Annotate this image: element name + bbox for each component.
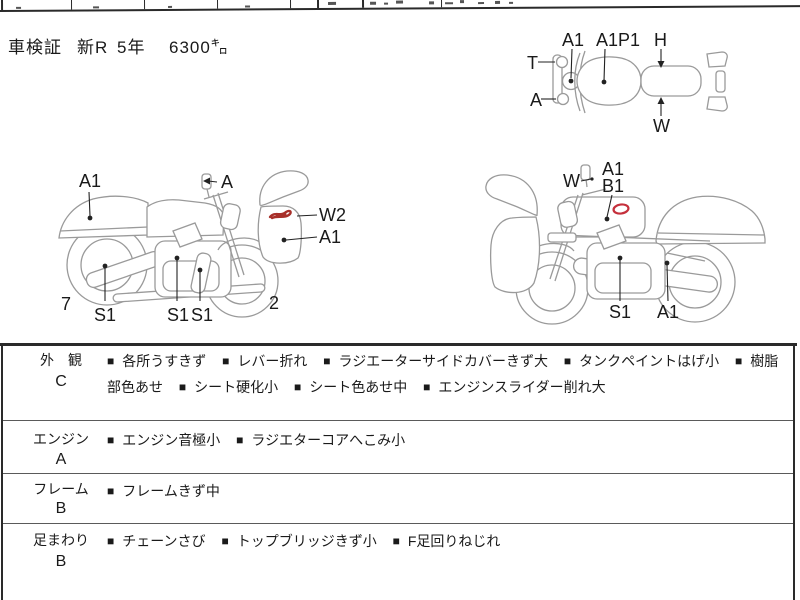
- label-s1-engine: S1: [167, 305, 189, 325]
- bullet-icon: ■: [563, 354, 572, 368]
- shaken-label: 車検証: [8, 38, 62, 57]
- label-s1-frame: S1: [191, 305, 213, 325]
- defect-list: ■ チェーンさび ■ トップブリッジきず小 ■ F足回りねじれ: [107, 529, 787, 555]
- category-label: 外 観: [40, 352, 82, 368]
- left-leader-lines: [87, 177, 318, 301]
- defect-item: ラジエターコアへこみ小: [251, 432, 406, 448]
- category-label: 足まわり: [33, 532, 89, 548]
- grade-value: B: [55, 553, 67, 570]
- label-a-mirror: A: [221, 172, 233, 192]
- label-a: A: [530, 90, 542, 110]
- label-t: T: [527, 53, 538, 73]
- table-left-border: [1, 343, 3, 600]
- defect-list: ■ エンジン音極小 ■ ラジエターコアへこみ小: [107, 428, 787, 454]
- bullet-icon: ■: [107, 534, 115, 548]
- defect-item: シート色あせ中: [309, 379, 408, 395]
- years: 5年: [117, 38, 146, 57]
- label-a1-fender: A1: [319, 227, 341, 247]
- label-a1: A1: [562, 30, 584, 50]
- bullet-icon: ■: [178, 380, 187, 394]
- bullet-icon: ■: [423, 380, 431, 394]
- mileage: 6300㌔: [169, 38, 229, 57]
- table-row: エンジン A ■ エンジン音極小 ■ ラジエターコアへこみ小: [3, 420, 793, 473]
- label-a1p1: A1P1: [596, 30, 640, 50]
- defect-item: 各所うすきず: [122, 353, 207, 369]
- bullet-icon: ■: [107, 484, 115, 498]
- defect-item: チェーンさび: [122, 533, 206, 549]
- registration: 新R: [77, 38, 109, 57]
- row-divider: [3, 473, 793, 474]
- table-row: 足まわり B ■ チェーンさび ■ トップブリッジきず小 ■ F足回りねじれ: [3, 523, 793, 600]
- top-table-remnant: [0, 0, 800, 12]
- label-h: H: [654, 30, 667, 50]
- bullet-icon: ■: [221, 534, 229, 548]
- defect-list: ■ フレームきず中: [107, 479, 787, 505]
- row-divider: [3, 420, 793, 421]
- table-top-border: [0, 343, 797, 346]
- bullet-icon: ■: [323, 354, 331, 368]
- defect-item: トップブリッジきず小: [236, 533, 377, 549]
- label-w: W: [653, 116, 670, 136]
- table-right-border: [793, 343, 795, 600]
- label-s1-engine: S1: [609, 302, 631, 322]
- defect-item: F足回りねじれ: [407, 533, 501, 549]
- defect-item: シート硬化小: [194, 379, 279, 395]
- label-a1-tank: A1: [602, 159, 624, 179]
- table-row: フレーム B ■ フレームきず中: [3, 473, 793, 523]
- grade-value: A: [55, 451, 67, 468]
- label-a1-muffler: A1: [657, 302, 679, 322]
- damage-mark-scribble: [268, 209, 292, 220]
- defect-item: フレームきず中: [122, 483, 220, 499]
- bullet-icon: ■: [107, 433, 115, 447]
- motorcycle-top-sketch: [552, 50, 728, 114]
- damage-mark-oval: [612, 203, 630, 215]
- defect-list: ■ 各所うすきず ■ レバー折れ ■ ラジエーターサイドカバーきず大 ■ タンクペイント…: [107, 349, 787, 401]
- motorcycle-right-sketch: [485, 164, 766, 325]
- label-s1-muffler: S1: [94, 305, 116, 325]
- label-a1-rear: A1: [79, 171, 101, 191]
- left-side-diagram: A1 A W2 A1 7 S1 S1 S1 2: [58, 170, 346, 325]
- defect-item: 樹脂部色あせ: [107, 353, 779, 395]
- bullet-icon: ■: [392, 534, 400, 548]
- category-label: フレーム: [33, 481, 89, 497]
- defect-item: ラジエーターサイドカバーきず大: [338, 353, 548, 369]
- label-w-mirror: W: [563, 171, 580, 191]
- bullet-icon: ■: [294, 380, 302, 394]
- defect-item: エンジンスライダー削れ大: [438, 379, 606, 395]
- grade-value: C: [55, 373, 67, 390]
- bullet-icon: ■: [236, 433, 244, 447]
- right-side-diagram: W A1 B1 S1 A1: [485, 159, 766, 325]
- top-view-diagram: T A A1 A1P1 H W: [527, 30, 728, 136]
- defect-item: レバー折れ: [237, 353, 308, 369]
- bullet-icon: ■: [107, 354, 115, 368]
- top-view-leader-lines: [538, 48, 665, 116]
- label-w2-fender: W2: [319, 205, 346, 225]
- defect-item: タンクペイントはげ小: [579, 353, 720, 369]
- bullet-icon: ■: [222, 354, 230, 368]
- label-7: 7: [61, 294, 71, 314]
- row-divider: [3, 523, 793, 524]
- bullet-icon: ■: [735, 354, 743, 368]
- category-label: エンジン: [33, 431, 89, 447]
- label-b1-tank: B1: [602, 176, 624, 196]
- defect-item: エンジン音極小: [122, 432, 221, 448]
- label-2: 2: [269, 293, 279, 313]
- table-row: 外 観 C ■ 各所うすきず ■ レバー折れ ■ ラジエーターサイドカバーきず大 ■ タ…: [3, 343, 793, 420]
- grade-value: B: [55, 500, 67, 517]
- right-leader-lines: [580, 177, 670, 302]
